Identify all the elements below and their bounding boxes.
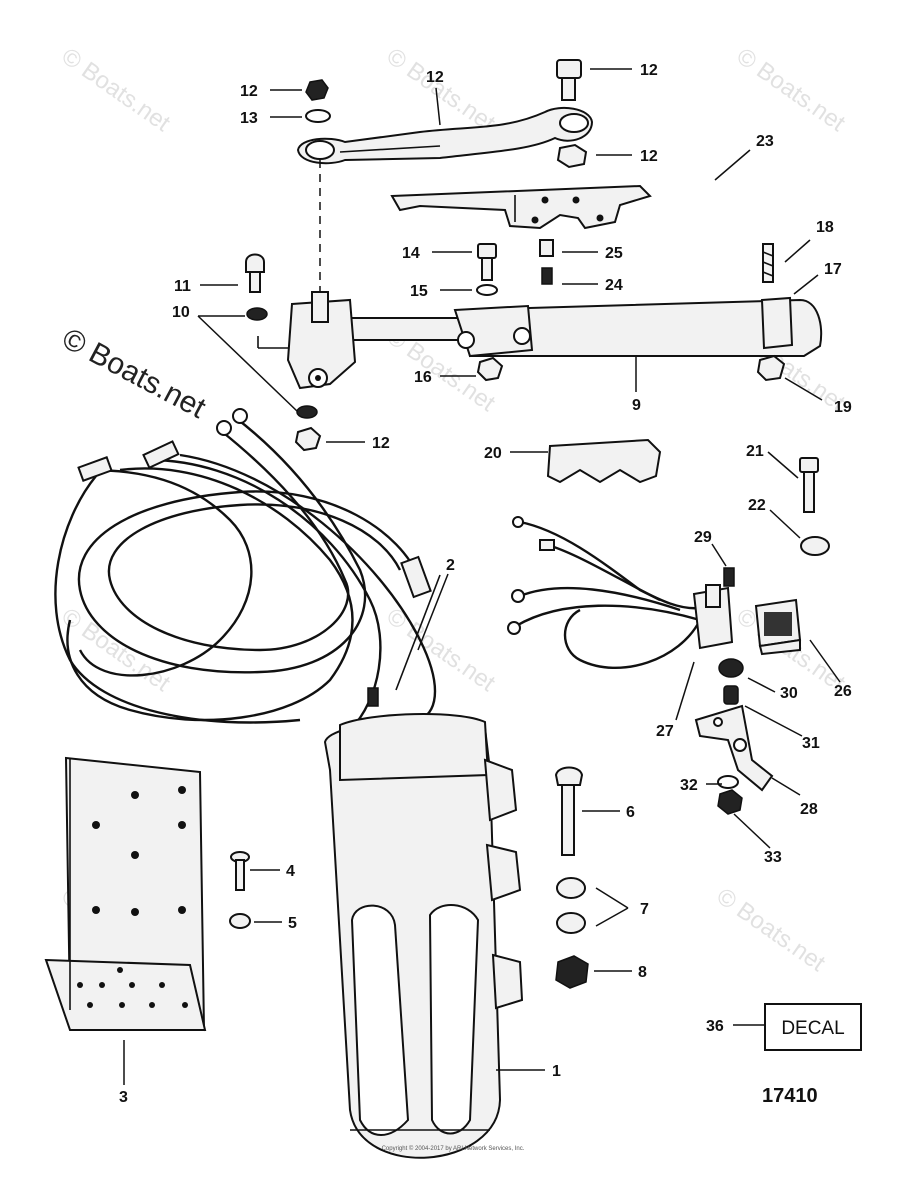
- washer-17: [476, 284, 498, 296]
- nut-12-lower: [294, 426, 322, 452]
- nut-18: [476, 356, 504, 382]
- callout-13: 12: [640, 62, 658, 79]
- watermark: © Boats.net: [382, 43, 501, 137]
- steering-link-rod: [296, 106, 594, 165]
- washer-5: [229, 913, 251, 929]
- callout-22: 20: [484, 445, 502, 462]
- callout-8: 8: [638, 964, 647, 981]
- diagram-number: 17410: [762, 1085, 818, 1107]
- bracket-30: [694, 704, 774, 792]
- washer-10: [246, 307, 268, 321]
- callout-25: 23: [756, 133, 774, 150]
- washer-10-lower: [296, 405, 318, 419]
- callout-6: 6: [626, 804, 635, 821]
- relay-28: [754, 598, 802, 656]
- callout-30: 28: [800, 801, 818, 818]
- callout-36: 36: [706, 1018, 724, 1035]
- callout-33: 31: [802, 735, 820, 752]
- callout-5: 5: [288, 915, 297, 932]
- clamp-22: [546, 438, 662, 484]
- callout-26: 24: [605, 277, 623, 294]
- watermark: © Boats.net: [57, 603, 176, 697]
- spacer-24: [800, 536, 830, 556]
- callout-11: 11: [174, 278, 191, 295]
- decal-box: DECAL: [764, 1003, 862, 1051]
- screw-31: [723, 567, 735, 587]
- mounting-bracket-3: [44, 756, 207, 1032]
- callout-18: 16: [414, 369, 432, 386]
- callout-35: 33: [764, 849, 782, 866]
- watermark-main: © Boats.net: [57, 322, 212, 425]
- screw-26: [541, 267, 553, 285]
- callout-10: 10: [172, 304, 190, 321]
- washer-15: [305, 109, 331, 123]
- nut-35: [717, 789, 743, 815]
- callout-7: 7: [640, 901, 649, 918]
- washer-7b: [556, 912, 586, 934]
- callout-29: 27: [656, 723, 674, 740]
- washer-7a: [556, 877, 586, 899]
- callout-2: 2: [446, 557, 455, 574]
- callout-17: 15: [410, 283, 428, 300]
- pump-motor-1: [323, 687, 524, 1159]
- bolt-20: [762, 243, 774, 283]
- watermark: © Boats.net: [57, 43, 176, 137]
- callout-20: 18: [816, 219, 834, 236]
- hoses-and-cables: [54, 408, 441, 731]
- grommet-32: [718, 658, 744, 678]
- watermark: © Boats.net: [712, 883, 831, 977]
- callout-24: 22: [748, 497, 766, 514]
- decal-label: DECAL: [781, 1018, 844, 1039]
- bolt-23: [799, 457, 819, 513]
- part-27: [539, 239, 554, 257]
- callout-3: 3: [119, 1089, 128, 1106]
- callout-1: 1: [552, 1063, 561, 1080]
- callout-21: 19: [834, 399, 852, 416]
- callout-15: 13: [240, 110, 258, 127]
- callout-16: 14: [402, 245, 420, 262]
- callout-labels: 12 13 12 12 12 23 14 15 25 24 18 17 11 1…: [119, 62, 852, 1106]
- washer-34: [717, 775, 739, 789]
- leader-lines: [123, 68, 841, 1085]
- bolt-16: [477, 243, 497, 281]
- callout-12: 12: [240, 83, 258, 100]
- bolt-6: [554, 766, 584, 856]
- callout-23: 21: [746, 443, 764, 460]
- nut-12-top: [305, 79, 329, 101]
- steering-cylinder-9: [257, 291, 823, 390]
- callout-28: 26: [834, 683, 852, 700]
- callout-32: 30: [780, 685, 798, 702]
- bolt-11: [245, 253, 265, 293]
- callout-12: 12: [640, 148, 658, 165]
- bracket-25: [390, 184, 652, 230]
- copyright-footer: Copyright © 2004-2017 by ARI Network Ser…: [382, 1145, 525, 1152]
- watermark: © Boats.net: [732, 43, 851, 137]
- callout-9: 9: [632, 397, 641, 414]
- spacer-33: [723, 685, 739, 705]
- wire-harness-29: [507, 516, 734, 669]
- callout-31: 29: [694, 529, 712, 546]
- nut-21: [756, 354, 786, 382]
- bolt-13: [556, 59, 582, 101]
- screw-4: [230, 851, 250, 891]
- nut-8: [555, 955, 589, 989]
- callout-27: 25: [605, 245, 623, 262]
- callout-14: 12: [426, 69, 444, 86]
- callout-12: 12: [372, 435, 390, 452]
- callout-4: 4: [286, 863, 295, 880]
- nut-12-right: [556, 143, 588, 169]
- callout-34: 32: [680, 777, 698, 794]
- callout-19: 17: [824, 261, 842, 278]
